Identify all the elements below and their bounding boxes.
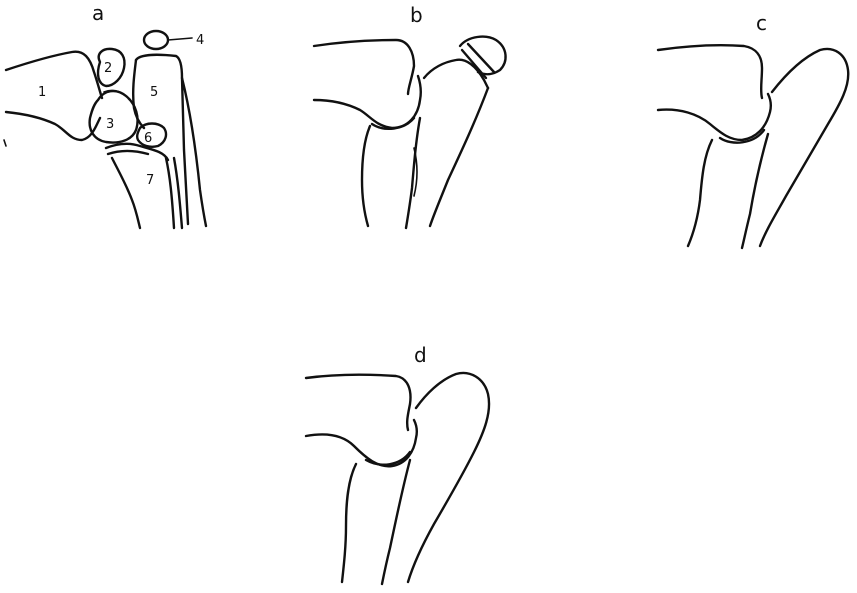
panel-b-cap-gap-line-2 — [468, 44, 494, 72]
panel-d-upper-bone-outline — [306, 375, 410, 430]
panel-b-radius-outline — [362, 126, 370, 226]
part-label-3: 3 — [106, 117, 114, 132]
bone-4-outline — [144, 31, 168, 49]
panel-d-upper-bone-lower-edge — [306, 420, 417, 466]
part-label-7: 7 — [146, 173, 154, 188]
panel-a-label: a — [92, 1, 104, 25]
panel-b: b — [314, 3, 506, 228]
panel-c: c — [658, 11, 848, 248]
part-label-4: 4 — [196, 33, 204, 48]
panel-b-label: b — [410, 3, 423, 27]
panel-c-upper-bone-lower-edge — [658, 94, 771, 140]
panel-b-upper-bone-lower-edge — [314, 76, 421, 128]
panel-d-ulna-outline — [408, 373, 489, 582]
part-label-5: 5 — [150, 85, 158, 100]
bone-7-right-edge — [166, 158, 174, 228]
stray-mark — [4, 140, 6, 146]
part-label-6: 6 — [144, 131, 152, 146]
panel-b-ulna-right-edge — [430, 88, 488, 226]
panel-c-upper-bone-outline — [658, 45, 762, 98]
part-label-2: 2 — [104, 61, 112, 76]
bone-7-left-edge — [112, 158, 140, 228]
panel-d-radius-outline — [342, 464, 356, 582]
panel-b-cap-gap-line — [462, 50, 486, 78]
panel-b-radius-right-edge — [406, 118, 420, 228]
panel-c-label: c — [756, 11, 767, 35]
panel-c-ulna-outline — [760, 49, 848, 246]
bone-7-inner-edge — [174, 158, 182, 228]
panel-b-ulna-outline — [424, 60, 488, 88]
bone-1-outline — [6, 52, 102, 98]
panel-b-upper-bone-outline — [314, 40, 414, 94]
panel-c-radius-right-edge — [742, 134, 768, 248]
panel-a: a 1 2 3 4 5 6 7 — [4, 1, 206, 228]
panel-d-radius-right-edge — [382, 460, 410, 584]
panel-c-radius-outline — [688, 140, 712, 246]
bone-1-lower-outline — [6, 112, 100, 140]
bone-5-right-edge — [182, 78, 206, 226]
panel-d: d — [306, 343, 489, 584]
panel-d-label: d — [414, 343, 427, 367]
bone-7-top-joint-line — [108, 151, 148, 154]
part-4-leader-line — [168, 38, 192, 40]
part-label-1: 1 — [38, 85, 46, 100]
